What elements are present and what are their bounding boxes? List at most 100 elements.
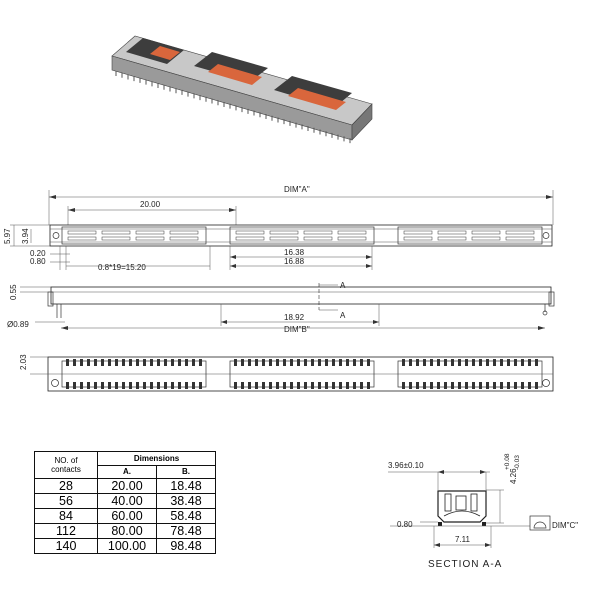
pitch-label: 0.8*19=15.20 [98, 263, 146, 272]
solder-tail [430, 382, 433, 389]
solder-tail [304, 359, 307, 366]
solder-tail [528, 359, 531, 366]
sec-tol-minus: -0.03 [514, 455, 521, 470]
section-mark-top: A [340, 281, 346, 290]
solder-tail [290, 382, 293, 389]
solder-tail [262, 382, 265, 389]
table-row: 84 60.00 58.48 [34, 508, 216, 524]
contact-slot [337, 230, 367, 235]
solder-tail [535, 359, 538, 366]
contacts-cell: 112 [34, 523, 98, 539]
solder-tail [367, 359, 370, 366]
contact-slot [235, 236, 265, 241]
solder-tail [80, 382, 83, 389]
solder-tail [528, 382, 531, 389]
solder-tail [276, 359, 279, 366]
col-b-header: B. [156, 464, 216, 479]
solder-tail [199, 382, 202, 389]
solder-tail [269, 359, 272, 366]
solder-tail [339, 382, 342, 389]
solder-tail [73, 359, 76, 366]
contact-slot [135, 236, 165, 241]
dim-a-cell: 60.00 [97, 508, 157, 524]
dim-b-cell: 38.48 [156, 493, 216, 509]
dim-18-92-label: 18.92 [284, 313, 305, 322]
solder-tail [87, 359, 90, 366]
solder-tail [416, 382, 419, 389]
solder-tail [94, 382, 97, 389]
contact-slot [67, 236, 97, 241]
solder-tail [451, 359, 454, 366]
solder-tail [290, 359, 293, 366]
dim-0-80-label: 0.80 [30, 257, 46, 266]
solder-tail [409, 382, 412, 389]
solder-tail [136, 382, 139, 389]
dim-16-38-label: 16.38 [284, 248, 305, 257]
dim-0-89-label: Ø0.89 [7, 320, 29, 329]
sec-tol-plus: +0.08 [504, 453, 511, 470]
col-a-header: A. [97, 464, 157, 479]
solder-tail [332, 359, 335, 366]
solder-tail [66, 359, 69, 366]
solder-tail [402, 382, 405, 389]
solder-tail [465, 359, 468, 366]
dim-a-cell: 80.00 [97, 523, 157, 539]
solder-tail [521, 359, 524, 366]
solder-tail [129, 382, 132, 389]
contact-slot [135, 230, 165, 235]
solder-tail [493, 359, 496, 366]
solder-tail [276, 382, 279, 389]
solder-tail [416, 359, 419, 366]
solder-tail [535, 382, 538, 389]
solder-tail [248, 382, 251, 389]
solder-tail [479, 382, 482, 389]
solder-tail [262, 359, 265, 366]
solder-tail [150, 382, 153, 389]
solder-tail [283, 382, 286, 389]
solder-tail [500, 359, 503, 366]
contact-slot [403, 236, 433, 241]
dim-b-cell: 78.48 [156, 523, 216, 539]
sec-4-26-label: 4.26 [509, 468, 518, 484]
solder-tail [164, 382, 167, 389]
solder-tail [472, 359, 475, 366]
contact-slot [437, 230, 467, 235]
solder-tail [101, 382, 104, 389]
solder-tail [143, 382, 146, 389]
contact-slot [303, 230, 333, 235]
solder-tail [339, 359, 342, 366]
dim-b-cell: 18.48 [156, 478, 216, 494]
solder-tail [66, 382, 69, 389]
solder-tail [185, 359, 188, 366]
solder-tail [486, 382, 489, 389]
solder-tail [514, 382, 517, 389]
solder-tail [255, 382, 258, 389]
solder-tail [171, 382, 174, 389]
dim-a-cell: 20.00 [97, 478, 157, 494]
contact-slot [67, 230, 97, 235]
solder-tail [430, 359, 433, 366]
solder-tail [311, 359, 314, 366]
solder-tail [115, 359, 118, 366]
solder-tail [346, 359, 349, 366]
contacts-header: NO. of contacts [34, 451, 98, 479]
dim-0-20-label: 0.20 [30, 249, 46, 258]
solder-tail [360, 359, 363, 366]
solder-tail [241, 359, 244, 366]
table-row: 56 40.00 38.48 [34, 493, 216, 509]
solder-tail [500, 382, 503, 389]
dim-3-94-label: 3.94 [21, 228, 30, 244]
solder-tail [514, 359, 517, 366]
contact-slots [67, 230, 535, 241]
solder-tail [241, 382, 244, 389]
contacts-header-line2: contacts [51, 465, 81, 474]
solder-tail [423, 382, 426, 389]
contact-slot [471, 236, 501, 241]
solder-tail [122, 359, 125, 366]
connector-pins [115, 71, 351, 144]
solder-tail [451, 382, 454, 389]
solder-tail [493, 382, 496, 389]
solder-tail [353, 359, 356, 366]
sec-3-96-label: 3.96±0.10 [388, 461, 424, 470]
solder-tail [318, 382, 321, 389]
